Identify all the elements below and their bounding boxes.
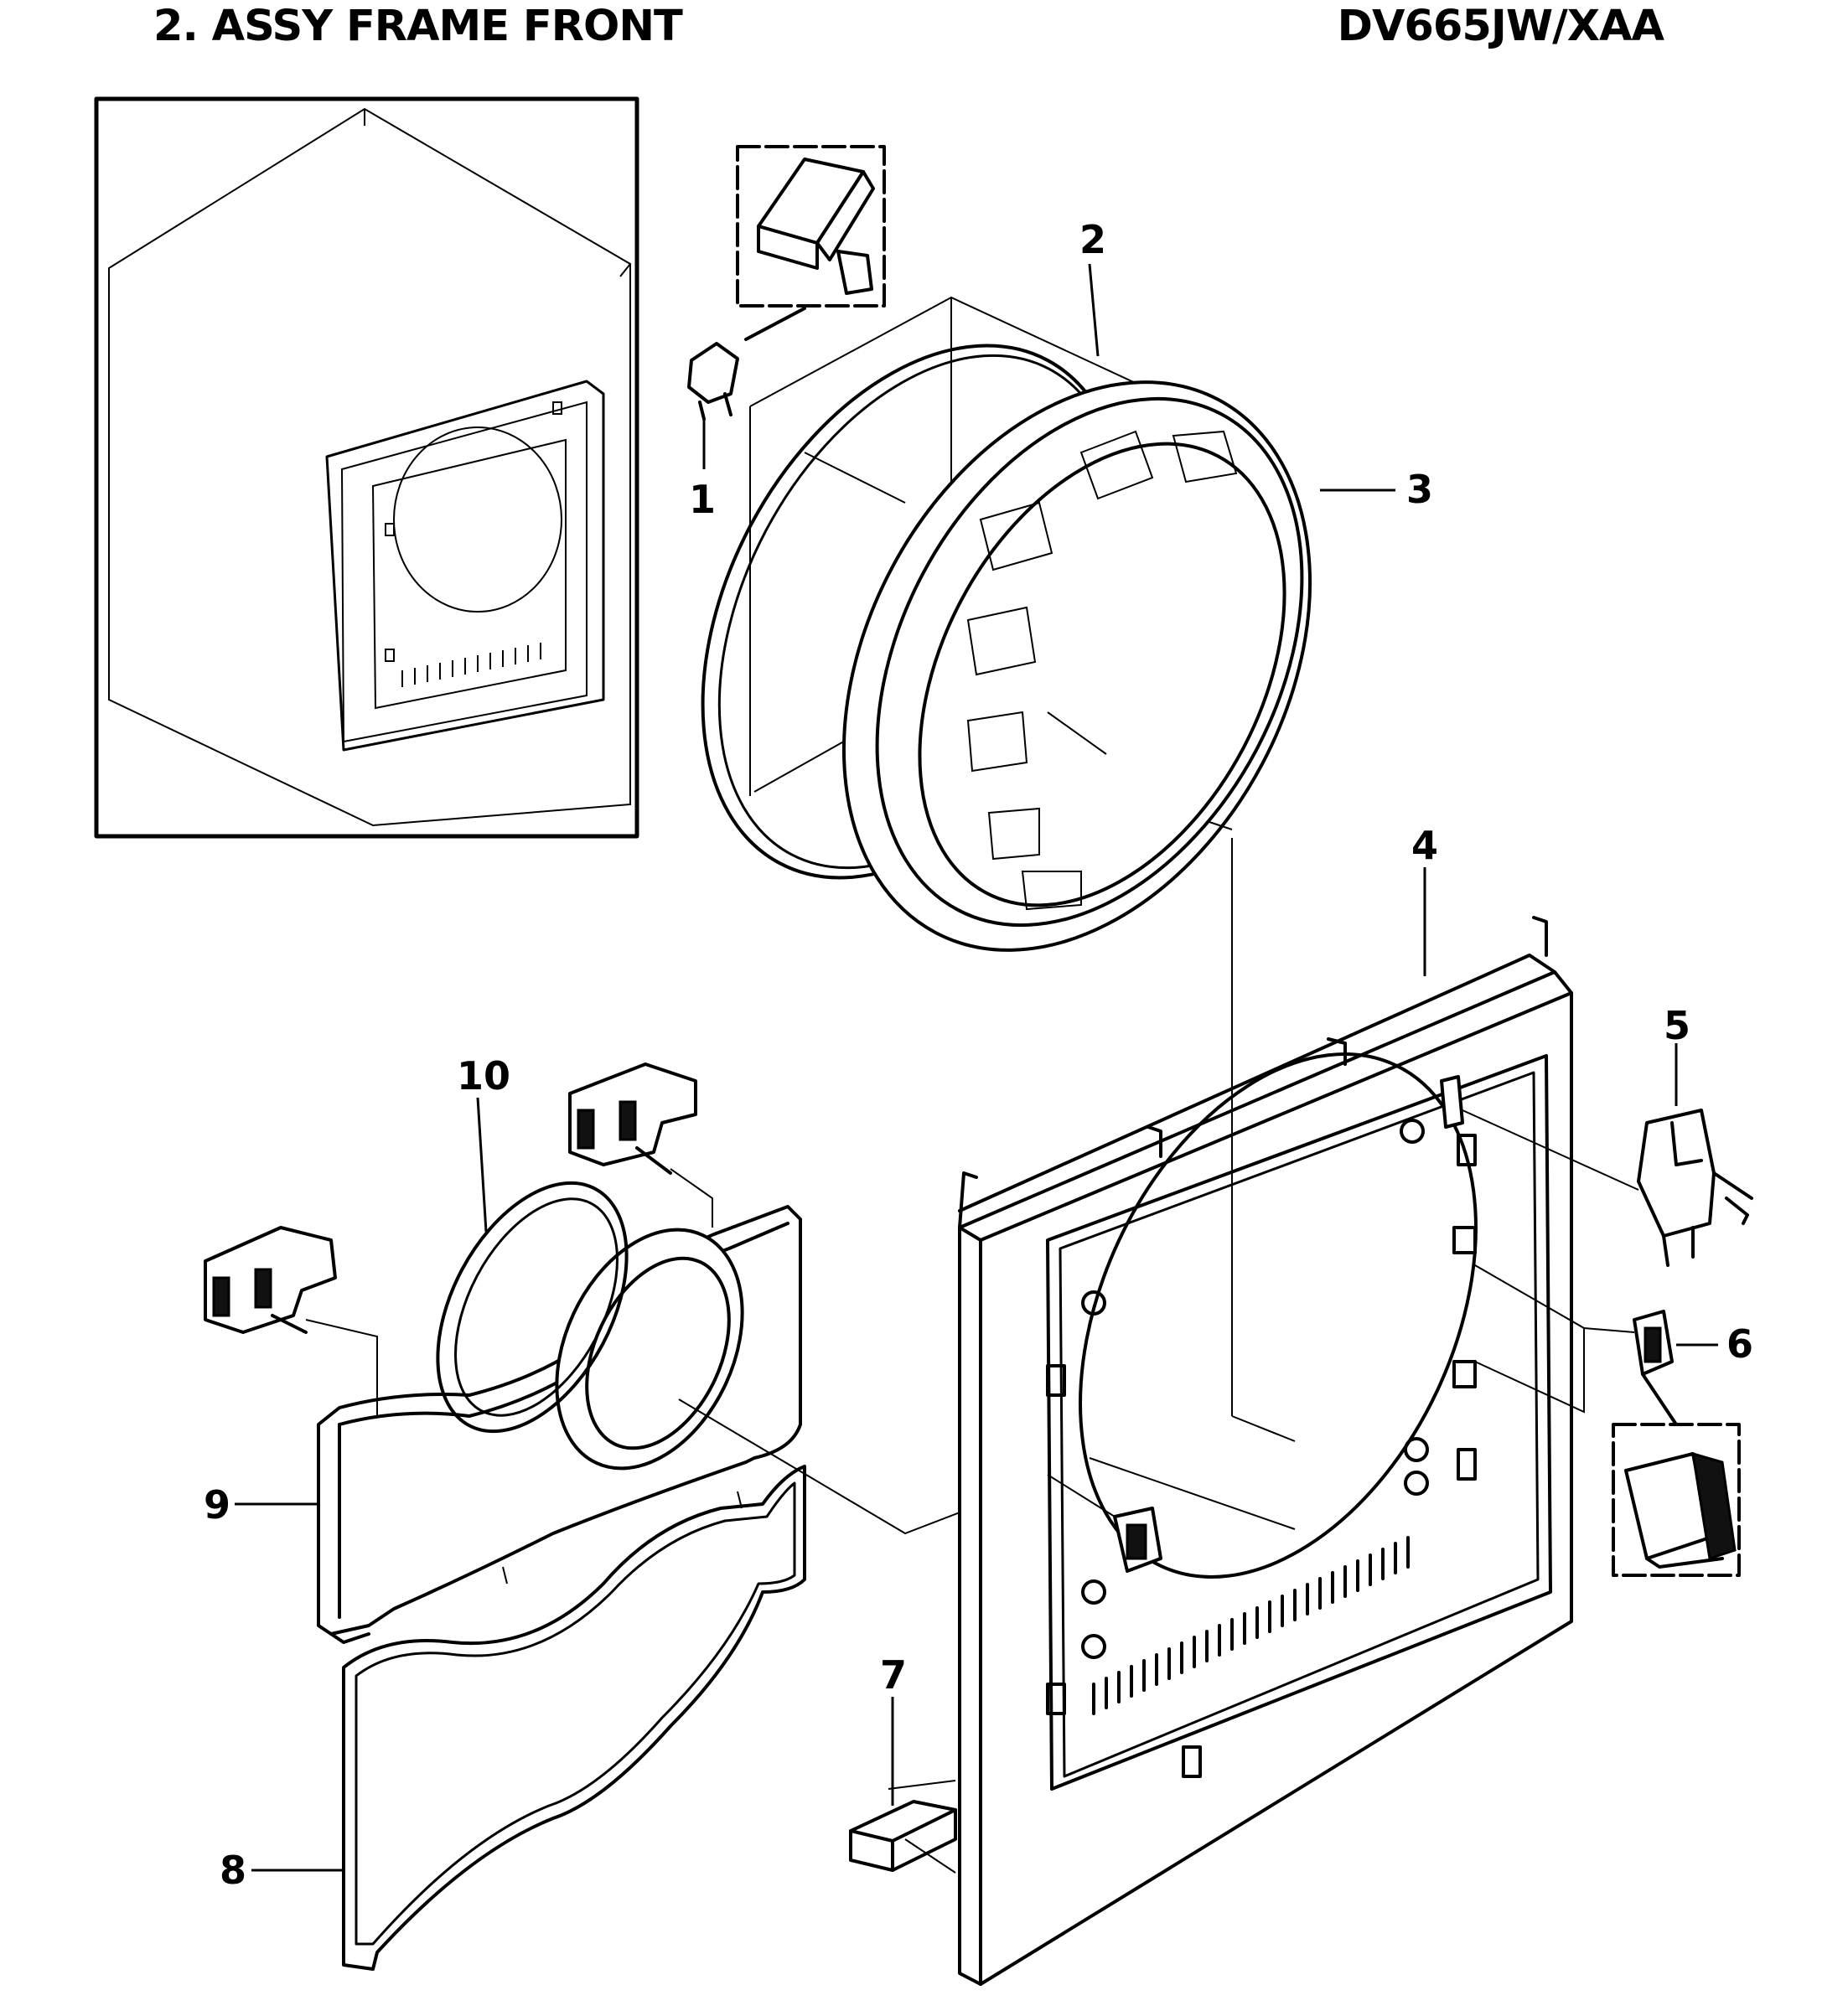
callout-9: 9 bbox=[204, 1482, 230, 1528]
part-1-sensor-clip: 1 bbox=[687, 145, 886, 522]
part-7-foam-pad: 7 bbox=[849, 1652, 957, 1874]
callout-5: 5 bbox=[1664, 1003, 1690, 1048]
part-10-felt-seal: 10 bbox=[204, 1053, 713, 1434]
callout-7: 7 bbox=[880, 1652, 907, 1698]
callout-6: 6 bbox=[1726, 1321, 1753, 1367]
callout-1: 1 bbox=[689, 477, 716, 522]
callout-4: 4 bbox=[1411, 823, 1438, 868]
diagram-title: 2. ASSY FRAME FRONT bbox=[153, 2, 683, 51]
part-4-front-frame: 4 bbox=[958, 823, 1573, 1986]
callout-8: 8 bbox=[220, 1848, 246, 1893]
part-8-gasket: 8 bbox=[220, 1465, 806, 1971]
part-5-door-switch: 5 bbox=[1462, 1003, 1753, 1267]
panel-catch bbox=[1047, 1474, 1162, 1573]
overview-inset bbox=[94, 96, 639, 839]
callout-3: 3 bbox=[1406, 467, 1433, 512]
callout-2: 2 bbox=[1079, 217, 1106, 262]
part-6-door-catch: 6 bbox=[1474, 1264, 1753, 1577]
model-number: DV665JW/XAA bbox=[1337, 2, 1664, 51]
part-2-3-drum-ring: 2 3 bbox=[701, 217, 1433, 952]
callout-10: 10 bbox=[457, 1053, 510, 1099]
